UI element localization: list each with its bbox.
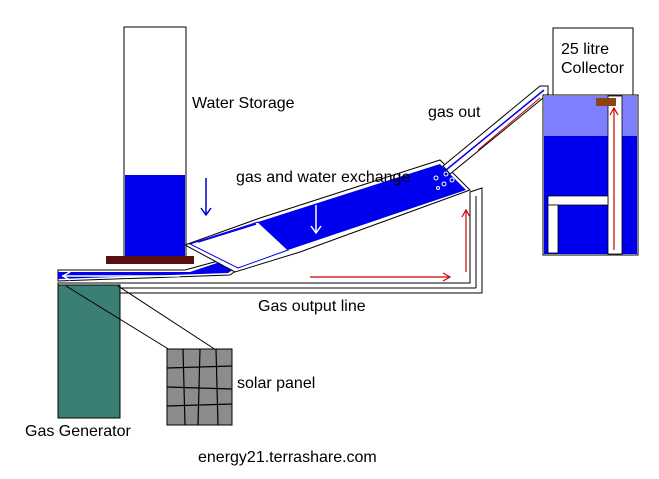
collector-gas-space [544, 96, 637, 136]
solar-wires [65, 285, 217, 351]
tank-stand [106, 256, 194, 264]
collector-label-line1: 25 litre [561, 41, 610, 58]
water-feed-pipe [57, 249, 264, 282]
gas-out-pipe [442, 85, 549, 175]
gas-out-arrow [477, 97, 541, 151]
water-down-arrowhead [200, 207, 212, 217]
gas-bubbles [433, 171, 455, 190]
water-storage-water [125, 175, 185, 257]
solar-panel-grid [166, 348, 233, 426]
gas-output-line-label: Gas output line [258, 298, 366, 315]
collector-upper-outline [552, 27, 634, 99]
collector-tank [542, 27, 639, 256]
collector-label-line2: Collector [561, 60, 625, 77]
gas-water-exchange-label: gas and water exchange [236, 169, 411, 186]
solar-panel [166, 348, 233, 426]
exchange-chamber [183, 159, 471, 273]
gas-out-label: gas out [428, 104, 481, 121]
gas-generator-box [57, 284, 121, 419]
water-storage-tank [123, 26, 212, 258]
collector-label: 25 litre Collector [561, 40, 641, 78]
collector-inner-tube [607, 95, 623, 255]
water-storage-label: Water Storage [192, 95, 295, 112]
collector-valve [596, 98, 616, 106]
website-label: energy21.terrashare.com [198, 449, 377, 466]
gas-generator-label: Gas Generator [25, 423, 131, 440]
solar-panel-label: solar panel [237, 375, 316, 392]
